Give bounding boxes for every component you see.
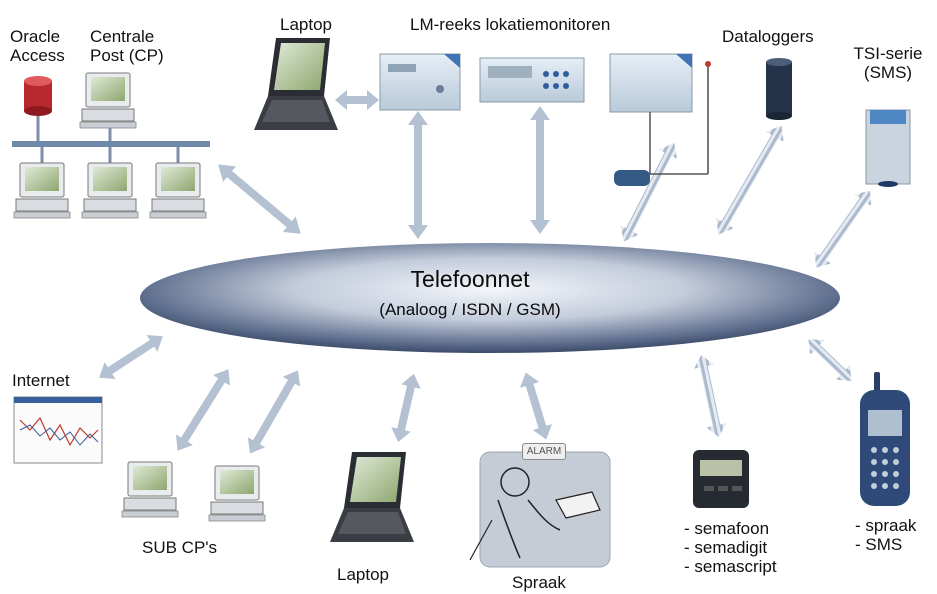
label-lm-series: LM-reeks lokatiemonitoren <box>410 15 611 34</box>
hub-subtitle: (Analoog / ISDN / GSM) <box>379 300 561 319</box>
label-phone: - spraak - SMS <box>855 516 917 554</box>
arrow-lm1-hub <box>408 111 428 239</box>
lan-bus <box>12 126 210 163</box>
computer-icon-1 <box>13 162 71 219</box>
lm-monitor-3 <box>609 53 711 186</box>
lm-monitor-2 <box>479 57 585 103</box>
label-laptop-top: Laptop <box>280 15 332 34</box>
browser-chart-icon <box>13 396 103 464</box>
computer-icon-2 <box>81 162 139 219</box>
pager-icon <box>693 450 749 508</box>
arrow-phone-hub <box>808 339 852 381</box>
computer-icon-sub1 <box>121 461 179 518</box>
arrow-lm2-hub <box>530 106 550 234</box>
label-tsi: TSI-serie (SMS) <box>853 44 923 82</box>
computer-icon-cp <box>79 72 137 129</box>
tsi-device-icon <box>865 109 911 187</box>
label-oracle: Oracle Access <box>10 27 65 65</box>
arrow-laptop-bottom-hub <box>391 373 421 443</box>
datalogger-icon <box>766 58 792 120</box>
mobile-phone-icon <box>860 372 910 506</box>
label-dataloggers: Dataloggers <box>722 27 814 46</box>
lm-monitor-1 <box>379 53 461 111</box>
label-laptop-bottom: Laptop <box>337 565 389 584</box>
laptop-icon-bottom <box>330 452 414 542</box>
label-cp: Centrale Post (CP) <box>90 27 164 65</box>
arrow-cp-hub <box>218 164 301 234</box>
computer-icon-sub2 <box>208 465 266 522</box>
arrow-datalogger-hub <box>716 125 784 235</box>
computer-icon-3 <box>149 162 207 219</box>
label-spraak: Spraak <box>512 573 566 592</box>
hub-title: Telefoonnet <box>410 266 530 292</box>
arrow-lm3-hub <box>620 142 678 242</box>
arrow-subcp1-hub <box>175 369 231 451</box>
wireless-arrows <box>620 125 872 438</box>
telefoonnet-hub <box>140 243 840 353</box>
arrow-spraak-hub <box>520 372 552 440</box>
arrow-pager-hub <box>693 354 727 438</box>
alarm-badge: ALARM <box>522 443 566 460</box>
label-pager: - semafoon - semadigit - semascript <box>684 519 777 576</box>
arrow-laptop-lm <box>335 90 379 110</box>
connection-arrows <box>99 90 552 454</box>
arrow-subcp2-hub <box>247 370 301 454</box>
label-internet: Internet <box>12 371 70 390</box>
voice-call-icon <box>469 451 611 568</box>
laptop-icon-top <box>254 38 338 130</box>
label-sub-cp: SUB CP's <box>142 538 218 557</box>
database-icon <box>24 76 52 143</box>
arrow-tsi-hub <box>814 190 872 268</box>
arrow-internet-hub <box>99 334 163 380</box>
